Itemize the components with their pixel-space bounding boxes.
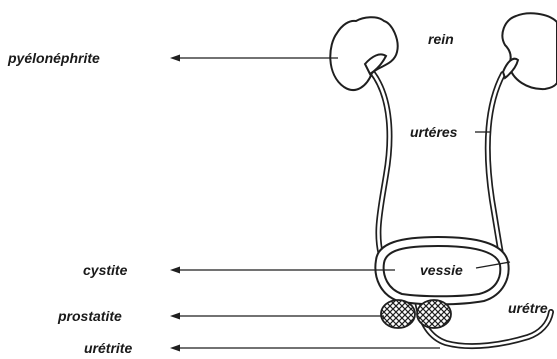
right-kidney (502, 13, 557, 89)
label-ureteres: urtéres (410, 124, 458, 140)
arrow-pyelonephrite (170, 55, 338, 62)
left-ureter (372, 72, 389, 262)
label-uretre: urétre (508, 300, 548, 316)
label-uretrite: urétrite (84, 340, 132, 356)
arrow-prostatite (170, 313, 384, 320)
label-prostatite: prostatite (57, 308, 122, 324)
label-vessie: vessie (420, 262, 463, 278)
arrow-uretrite (170, 345, 440, 352)
arrow-cystite (170, 267, 395, 274)
left-kidney (330, 17, 397, 90)
label-cystite: cystite (83, 262, 128, 278)
label-pyelonephrite: pyélonéphrite (7, 50, 100, 66)
right-ureter (488, 74, 503, 265)
label-rein: rein (428, 31, 454, 47)
